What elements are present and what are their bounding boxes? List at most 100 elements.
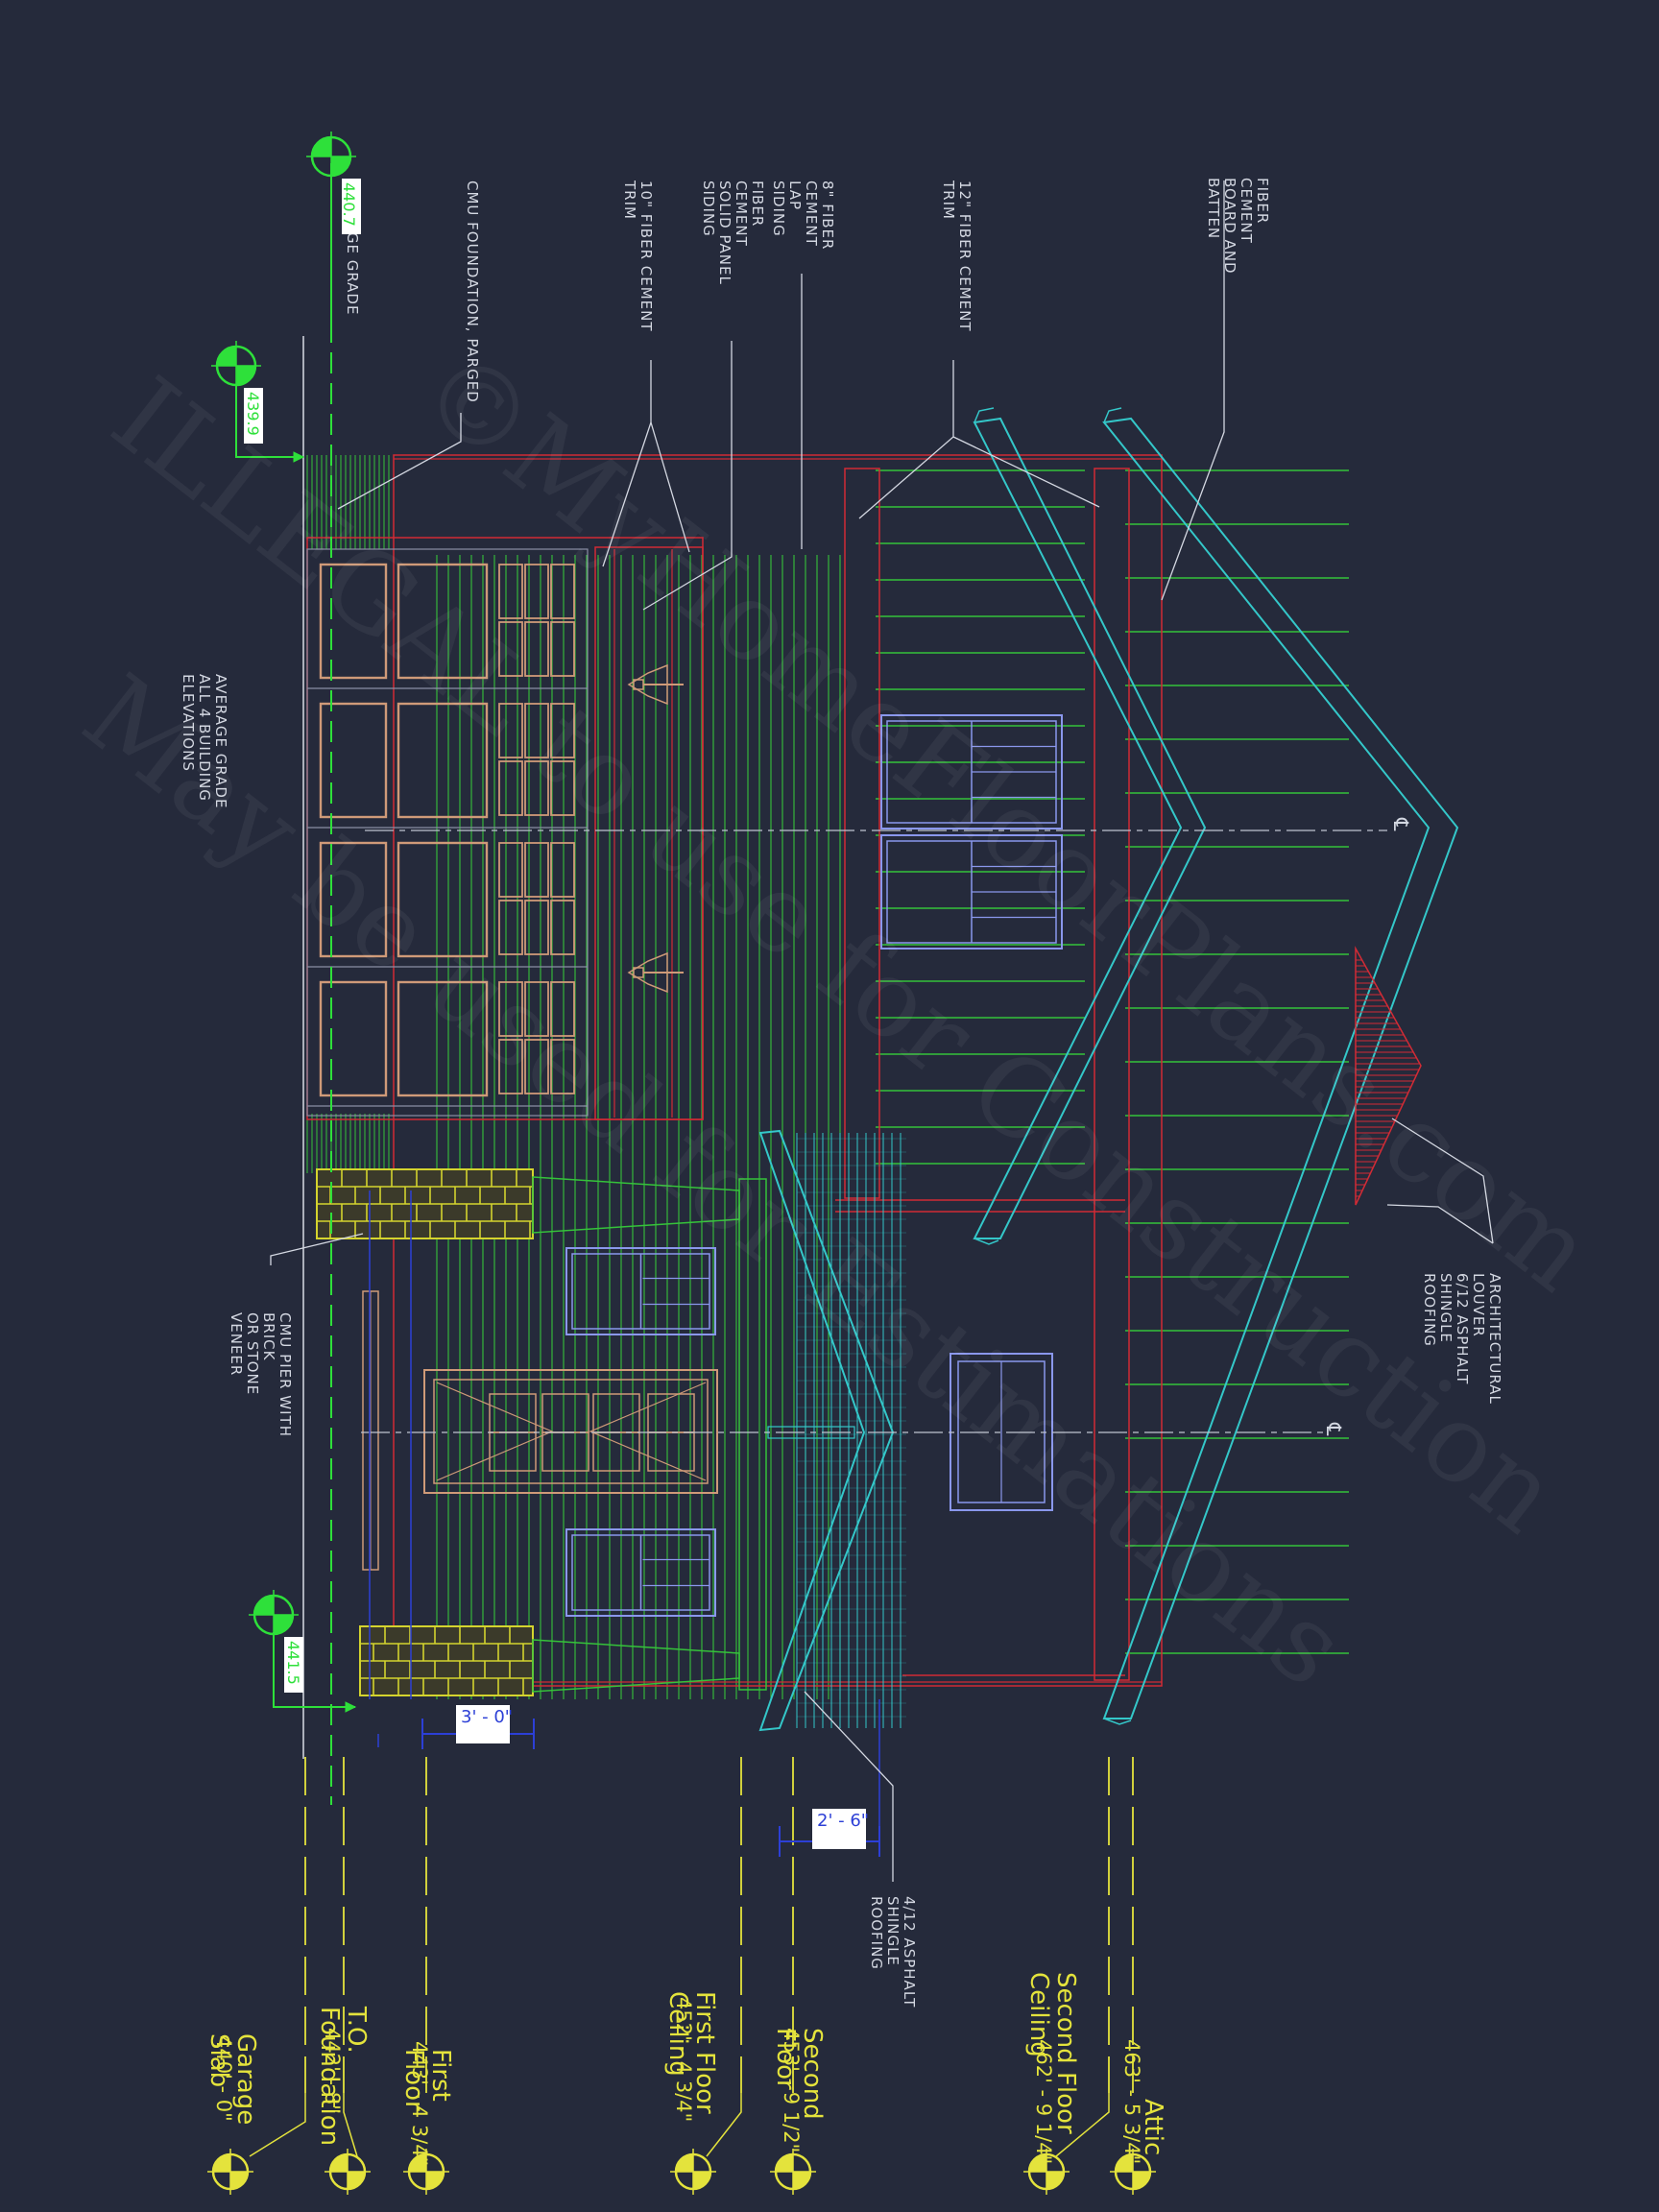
target-quadrant bbox=[676, 2154, 693, 2172]
front-gable-roof bbox=[973, 417, 1207, 1239]
target-quadrant bbox=[330, 2154, 348, 2172]
stone-pier-left bbox=[316, 1168, 534, 1239]
target-quadrant bbox=[236, 366, 255, 385]
annotation-leader bbox=[804, 1691, 894, 1882]
target-quadrant bbox=[348, 2172, 365, 2189]
level-leader bbox=[706, 2093, 742, 2157]
grade-markers bbox=[207, 132, 1156, 2195]
roof-return bbox=[974, 407, 995, 423]
target-quadrant bbox=[409, 2154, 426, 2172]
siding-lines bbox=[436, 469, 1349, 1699]
grade-tag-average: 440.7 bbox=[340, 179, 361, 234]
garage-door-glass bbox=[498, 760, 523, 816]
garage-door-section bbox=[307, 841, 588, 968]
garage-door-glass bbox=[550, 760, 575, 816]
level-target bbox=[403, 2149, 449, 2195]
main-roof bbox=[973, 407, 1459, 1725]
note-porch-roofing: 4/12 ASPHALT SHINGLE ROOFING bbox=[868, 1896, 918, 2013]
grade-leader-left bbox=[235, 384, 303, 458]
grade-target-average bbox=[306, 132, 356, 181]
porch-columns bbox=[532, 1176, 767, 1693]
garage-door-panel bbox=[397, 563, 489, 680]
note-fiber-board-batten: FIBER CEMENT BOARD AND BATTEN bbox=[1205, 178, 1271, 279]
garage-door-panel bbox=[397, 702, 489, 819]
grade-tag-left: 439.9 bbox=[244, 388, 263, 444]
note-fiber-trim-12: 12" FIBER CEMENT TRIM bbox=[940, 180, 974, 337]
target-quadrant bbox=[426, 2172, 444, 2189]
annotation-leader bbox=[270, 1233, 364, 1265]
level-leader bbox=[249, 2093, 306, 2157]
porch-window-right bbox=[565, 1528, 716, 1617]
target-quadrant bbox=[230, 2172, 248, 2189]
porch-beam bbox=[738, 1178, 767, 1691]
garage-door-panel bbox=[319, 841, 388, 958]
note-average-grade: AVERAGE GRADE ALL 4 BUILDING ELEVATIONS bbox=[180, 674, 229, 814]
door-swing bbox=[589, 1382, 707, 1481]
garage-door-glass bbox=[498, 564, 523, 619]
foundation-hatch bbox=[306, 455, 390, 1173]
garage-door-glass bbox=[498, 1039, 523, 1094]
annotation-leader bbox=[642, 341, 733, 611]
door-frame bbox=[423, 1369, 718, 1494]
garage-door-glass bbox=[524, 842, 549, 898]
garage-door-glass bbox=[524, 703, 549, 758]
level-leader bbox=[1055, 2093, 1110, 2157]
annotation-leader bbox=[1386, 1204, 1494, 1244]
level-attic: Attic bbox=[1139, 2099, 1167, 2155]
level-second-floor: Second Floor bbox=[771, 2028, 827, 2128]
garage-door-glass bbox=[550, 621, 575, 677]
roof-return bbox=[1103, 407, 1122, 423]
target-quadrant bbox=[1046, 2172, 1064, 2189]
roof-return bbox=[974, 1238, 999, 1245]
target-quadrant bbox=[1116, 2154, 1133, 2172]
front-door bbox=[423, 1369, 718, 1494]
grade-target-left bbox=[211, 341, 261, 391]
target-quadrant bbox=[793, 2172, 810, 2189]
grade-right-value: 441.5 bbox=[284, 1641, 302, 1685]
main-roof-fascia bbox=[1102, 417, 1459, 1719]
target-quadrant bbox=[254, 1596, 274, 1615]
porch-window-left bbox=[565, 1247, 716, 1335]
dimension-roof-gap-value: 2' - 6" bbox=[817, 1811, 869, 1831]
garage-header-band bbox=[594, 546, 704, 1120]
garage-door-section bbox=[307, 563, 588, 689]
level-target bbox=[1023, 2149, 1070, 2195]
level-attic-value: 463' - 5 3/4" bbox=[1120, 2039, 1143, 2164]
dimension-pier-gap-value: 3' - 0" bbox=[461, 1707, 513, 1727]
grade-arrow bbox=[293, 451, 305, 463]
porch-roof-fascia bbox=[758, 1129, 895, 1732]
porch-roof bbox=[758, 1129, 906, 1732]
door-swing bbox=[436, 1382, 554, 1481]
garage-door-glass bbox=[498, 842, 523, 898]
garage-door-panel bbox=[397, 841, 489, 958]
garage-door-glass bbox=[524, 760, 549, 816]
target-quadrant bbox=[312, 137, 331, 156]
garage-door-panel bbox=[319, 702, 388, 819]
porch-openings bbox=[362, 1247, 718, 1617]
garage-door-glass bbox=[550, 564, 575, 619]
garage-door-glass bbox=[524, 900, 549, 955]
window-frame bbox=[880, 834, 1063, 950]
corner-trim-board bbox=[1094, 468, 1130, 1681]
stone-pier-right bbox=[359, 1625, 534, 1696]
roof-return bbox=[1103, 1718, 1132, 1725]
note-cmu-pier: CMU PIER WITH BRICK OR STONE VENEER bbox=[228, 1312, 294, 1443]
gable-louver bbox=[1355, 946, 1422, 1206]
level-second-floor-ceiling: Second Floor Ceiling bbox=[1024, 1972, 1080, 2142]
grade-tag-right: 441.5 bbox=[284, 1637, 303, 1693]
garage-door-glass bbox=[550, 703, 575, 758]
target-quadrant bbox=[776, 2154, 793, 2172]
louver-outline bbox=[1355, 946, 1422, 1206]
garage-door-glass bbox=[524, 1039, 549, 1094]
door-glass bbox=[647, 1431, 695, 1472]
garage-door-glass bbox=[550, 900, 575, 955]
level-target bbox=[325, 2149, 371, 2195]
level-target bbox=[670, 2149, 716, 2195]
centerline-symbol-main: ℄ bbox=[1389, 817, 1412, 831]
level-lines bbox=[249, 1757, 1134, 2157]
target-quadrant bbox=[1029, 2154, 1046, 2172]
frieze-trim-board bbox=[844, 468, 880, 1199]
note-cmu-foundation: CMU FOUNDATION, PARGED bbox=[464, 180, 481, 403]
garage-door-glass bbox=[524, 621, 549, 677]
